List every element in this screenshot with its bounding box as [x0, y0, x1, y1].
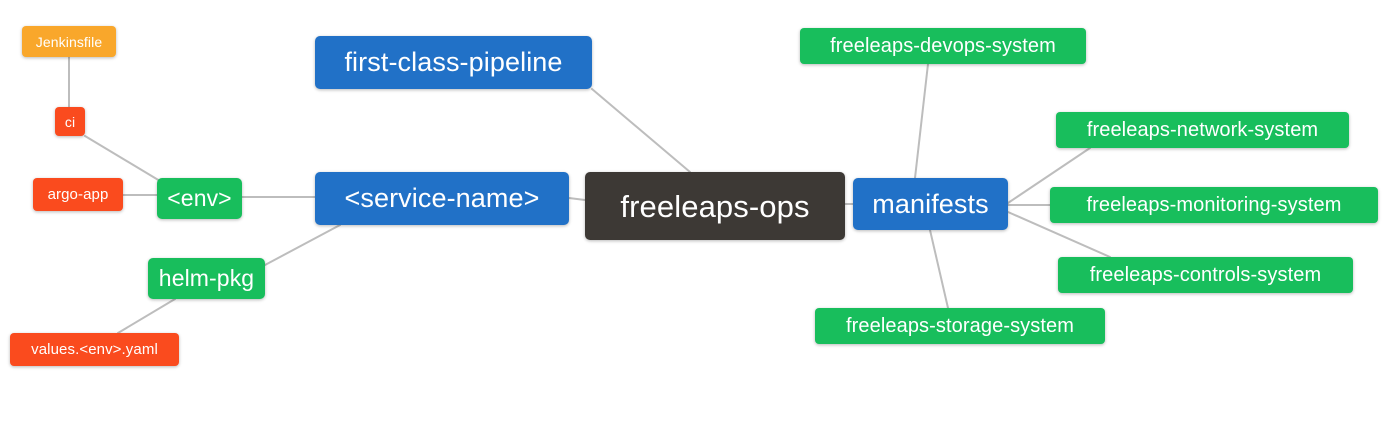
node-helm-pkg[interactable]: helm-pkg	[148, 258, 265, 299]
node-root[interactable]: freeleaps-ops	[585, 172, 845, 240]
node-label-jenkinsfile: Jenkinsfile	[35, 33, 103, 50]
node-label-controls-system: freeleaps-controls-system	[1089, 264, 1322, 286]
node-label-env: <env>	[167, 185, 232, 211]
edge-manifests-storage-system	[929, 229, 949, 309]
node-service-name[interactable]: <service-name>	[315, 172, 569, 225]
node-devops-system[interactable]: freeleaps-devops-system	[800, 28, 1086, 64]
node-label-network-system: freeleaps-network-system	[1086, 119, 1319, 141]
edge-manifests-devops-system	[914, 63, 929, 179]
node-label-devops-system: freeleaps-devops-system	[830, 35, 1056, 57]
edge-root-service-name	[568, 197, 586, 201]
node-label-first-class-pipeline: first-class-pipeline	[344, 47, 563, 77]
node-first-class-pipeline[interactable]: first-class-pipeline	[315, 36, 592, 89]
node-monitoring-system[interactable]: freeleaps-monitoring-system	[1050, 187, 1378, 223]
node-label-service-name: <service-name>	[344, 183, 540, 213]
edge-helm-pkg-values-yaml	[117, 298, 176, 334]
node-label-monitoring-system: freeleaps-monitoring-system	[1086, 194, 1342, 216]
edge-service-name-helm-pkg	[264, 224, 341, 266]
node-label-storage-system: freeleaps-storage-system	[845, 315, 1075, 337]
edge-env-ci	[84, 135, 161, 182]
node-label-values-yaml: values.<env>.yaml	[31, 341, 158, 358]
node-controls-system[interactable]: freeleaps-controls-system	[1058, 257, 1353, 293]
node-storage-system[interactable]: freeleaps-storage-system	[815, 308, 1105, 344]
node-argo-app[interactable]: argo-app	[33, 178, 123, 211]
node-label-argo-app: argo-app	[47, 186, 109, 203]
node-label-ci: ci	[64, 113, 76, 130]
node-env[interactable]: <env>	[157, 178, 242, 219]
node-values-yaml[interactable]: values.<env>.yaml	[10, 333, 179, 366]
node-label-manifests: manifests	[872, 188, 989, 219]
node-manifests[interactable]: manifests	[853, 178, 1008, 230]
node-ci[interactable]: ci	[55, 107, 85, 136]
node-network-system[interactable]: freeleaps-network-system	[1056, 112, 1349, 148]
node-label-root: freeleaps-ops	[620, 188, 810, 224]
node-label-helm-pkg: helm-pkg	[158, 265, 255, 291]
node-jenkinsfile[interactable]: Jenkinsfile	[22, 26, 116, 57]
edge-root-first-class-pipeline	[591, 88, 691, 173]
